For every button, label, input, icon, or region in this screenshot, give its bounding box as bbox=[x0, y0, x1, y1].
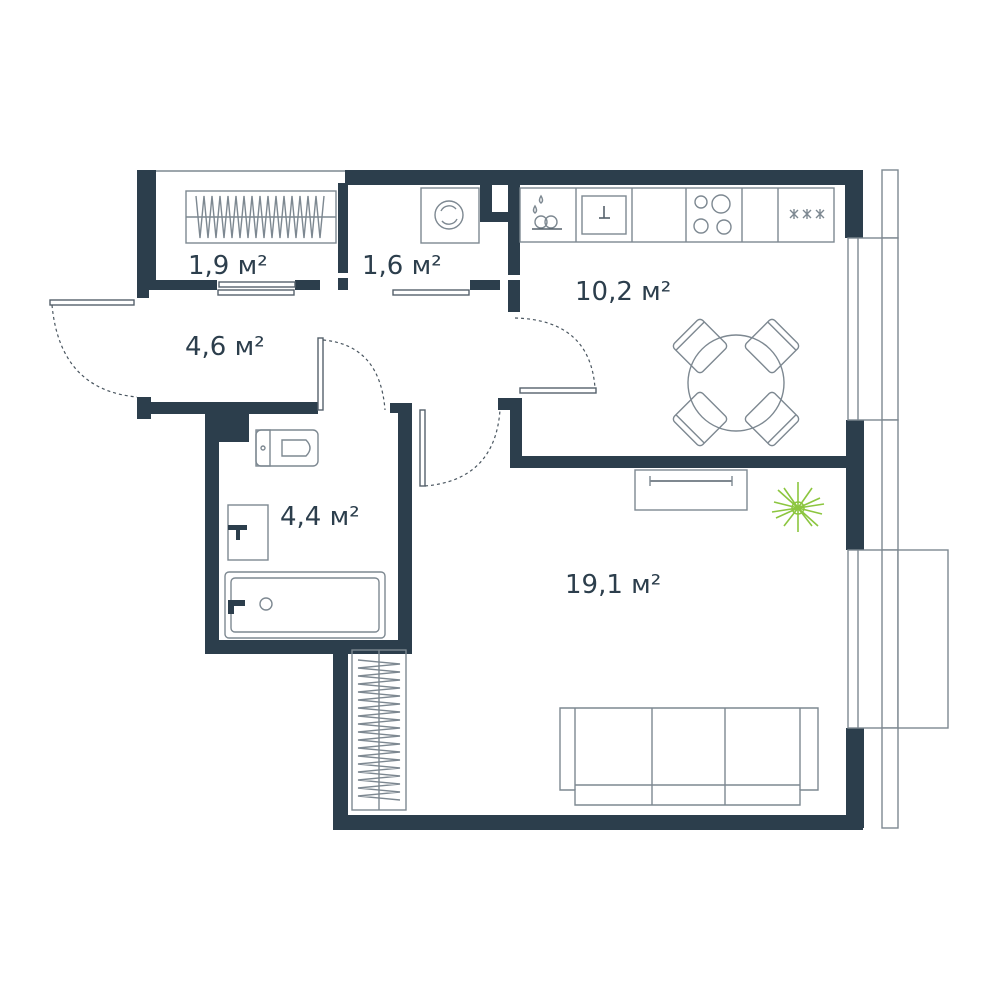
plant-icon bbox=[771, 482, 825, 532]
area-label-kitchen: 10,2 м² bbox=[575, 277, 671, 307]
doors bbox=[49, 281, 597, 487]
bathtub-icon bbox=[224, 571, 386, 639]
tv-stand bbox=[634, 469, 748, 511]
area-label-bathroom: 4,4 м² bbox=[280, 502, 360, 532]
room-labels: 1,9 м² 1,6 м² 10,2 м² 4,6 м² 4,4 м² 19,1… bbox=[185, 251, 671, 600]
toilet-icon bbox=[255, 429, 319, 467]
kitchen-counter bbox=[519, 187, 835, 243]
area-label-hall: 4,6 м² bbox=[185, 332, 265, 362]
sofa bbox=[559, 707, 819, 806]
windows bbox=[156, 169, 949, 829]
living-wardrobe bbox=[351, 649, 407, 811]
walls bbox=[137, 170, 864, 830]
closet-wardrobe bbox=[185, 190, 337, 244]
sink-icon bbox=[581, 195, 627, 235]
oven-icon bbox=[789, 209, 825, 219]
water-drops-icon bbox=[532, 194, 544, 214]
area-label-closet: 1,9 м² bbox=[188, 251, 268, 281]
area-label-living-room: 19,1 м² bbox=[565, 570, 661, 600]
stove-icon bbox=[693, 194, 732, 235]
washing-machine-icon bbox=[420, 187, 480, 244]
dishes-icon bbox=[532, 215, 562, 230]
dining-table bbox=[672, 318, 800, 447]
washbasin-icon bbox=[227, 504, 269, 561]
area-label-laundry: 1,6 м² bbox=[362, 251, 442, 281]
